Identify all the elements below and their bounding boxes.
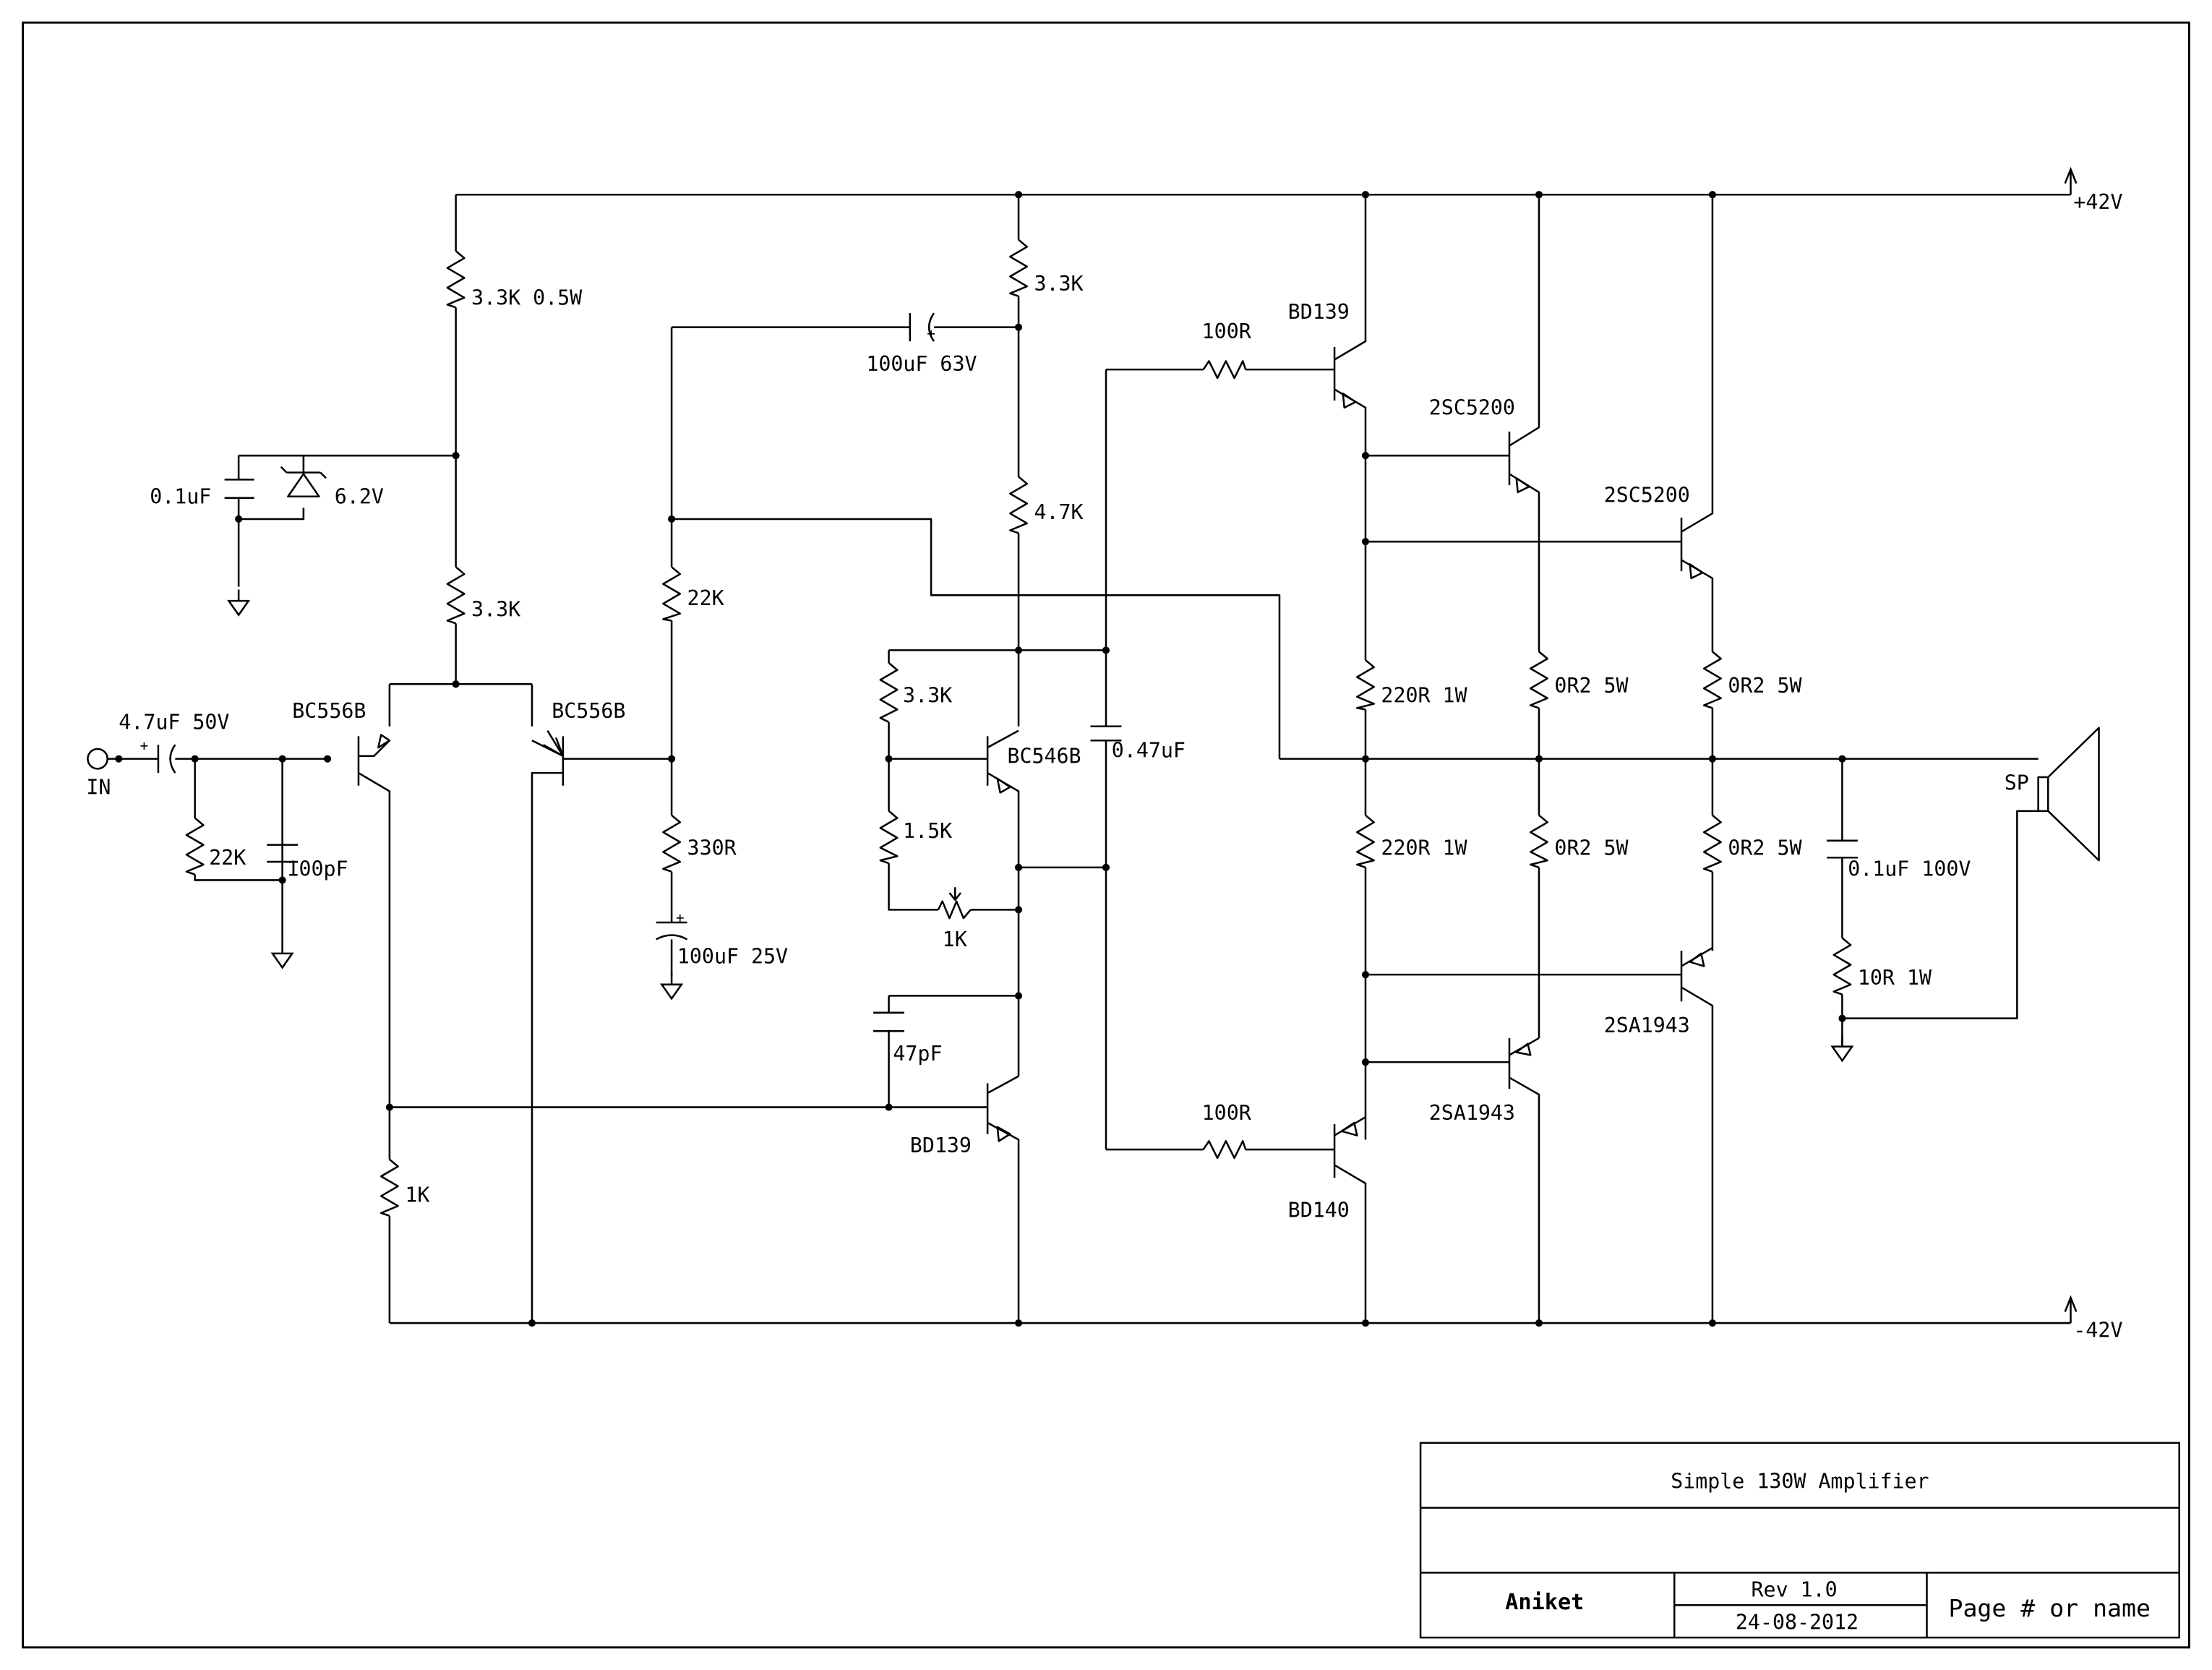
title-block-text: Simple 130W Amplifier Aniket Rev 1.0 24-…	[1505, 1469, 2151, 1634]
label-vas-cap: 47pF	[893, 1042, 942, 1066]
label-speaker: SP	[2005, 771, 2029, 795]
title-block	[1419, 1442, 2180, 1639]
polarity-mark: +	[676, 909, 685, 926]
revision-text: Rev 1.0	[1752, 1578, 1838, 1602]
label-driver-top-res: 100R	[1202, 320, 1252, 343]
page-text: Page # or name	[1948, 1594, 2150, 1622]
label-driver-top: BD139	[1288, 300, 1350, 324]
label-input-cap: 4.7uF 50V	[119, 711, 229, 735]
label-supply-cap: 0.1uF	[150, 485, 211, 509]
label-supply-res: 3.3K 0.5W	[471, 286, 583, 309]
polarity-mark: +	[140, 737, 149, 754]
label-boot-res-top: 3.3K	[1034, 272, 1083, 296]
label-driver-bot-res: 100R	[1202, 1101, 1252, 1125]
label-output-re2: 0R2 5W	[1728, 674, 1802, 698]
component-labels: +42V -42V 3.3K 0.5W 0.1uF 6.2V 3.3K 4.7u…	[86, 190, 2122, 1343]
label-driver-emitter-top: 220R 1W	[1381, 684, 1467, 708]
label-diff-q2: BC556B	[552, 699, 625, 723]
title-text: Simple 130W Amplifier	[1671, 1469, 1929, 1493]
label-vas-transistor: BD139	[910, 1134, 972, 1157]
label-tail-res: 3.3K	[471, 598, 520, 622]
label-output-re3: 0R2 5W	[1554, 836, 1629, 860]
label-zobel-cap: 0.1uF 100V	[1848, 857, 1971, 881]
ground-symbols	[228, 588, 1853, 1062]
label-input-filter-cap: 100pF	[286, 857, 348, 881]
label-pos-rail: +42V	[2073, 190, 2122, 214]
label-fb-cap: 100uF 25V	[677, 945, 788, 969]
label-input-port: IN	[86, 775, 111, 799]
date-text: 24-08-2012	[1736, 1610, 1859, 1634]
label-vbe-cap: 0.47uF	[1112, 739, 1186, 763]
label-output-pnp1: 2SA1943	[1429, 1101, 1515, 1125]
label-output-pnp2: 2SA1943	[1604, 1014, 1690, 1037]
junction-dots	[115, 191, 1846, 1327]
label-neg-rail: -42V	[2073, 1319, 2122, 1343]
label-input-bias-res: 22K	[209, 846, 246, 870]
label-diff-q1: BC556B	[292, 699, 366, 723]
author-text: Aniket	[1505, 1590, 1584, 1615]
label-vbe-res-a: 3.3K	[903, 684, 952, 708]
label-zener: 6.2V	[335, 485, 384, 509]
label-boot-res-mid: 4.7K	[1034, 500, 1083, 524]
polarity-mark: +	[927, 325, 935, 342]
label-boot-cap: 100uF 63V	[866, 352, 977, 376]
sheet-border	[22, 21, 2190, 1649]
label-driver-emitter-bot: 220R 1W	[1381, 836, 1467, 860]
label-output-re4: 0R2 5W	[1728, 836, 1802, 860]
wires	[107, 172, 2072, 1324]
label-output-re1: 0R2 5W	[1554, 674, 1629, 698]
label-diff-load-res: 1K	[405, 1183, 429, 1207]
label-zobel-res: 10R 1W	[1858, 966, 1932, 990]
rail-terminals	[2064, 166, 2078, 1312]
components	[87, 239, 2100, 1217]
label-fb-res-top: 22K	[687, 586, 724, 610]
label-fb-res-bottom: 330R	[687, 836, 737, 860]
label-output-npn1: 2SC5200	[1429, 396, 1515, 420]
label-vbe-transistor: BC546B	[1007, 744, 1081, 768]
label-vbe-trim: 1K	[943, 928, 967, 951]
label-vbe-res-b: 1.5K	[903, 819, 952, 843]
label-output-npn2: 2SC5200	[1604, 484, 1690, 508]
label-driver-bot: BD140	[1288, 1199, 1350, 1222]
